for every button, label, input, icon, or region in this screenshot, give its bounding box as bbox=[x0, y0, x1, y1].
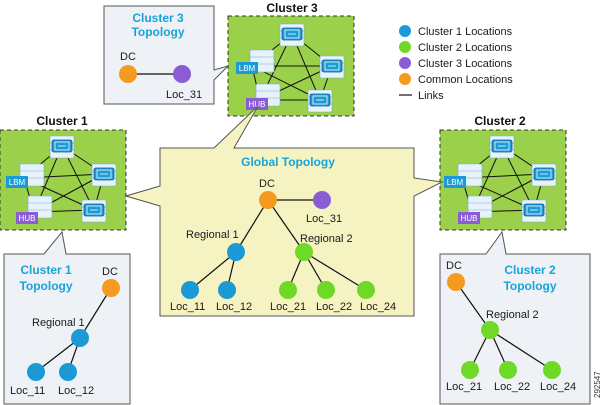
cluster3-group: Cluster 3 LBM HUB bbox=[227, 1, 355, 117]
c2-dc-node bbox=[447, 273, 465, 291]
c1-loc12-node bbox=[59, 363, 77, 381]
legend: Cluster 1 Locations Cluster 2 Locations … bbox=[399, 25, 513, 102]
global-loc12-node bbox=[218, 281, 236, 299]
lbm-label: LBM bbox=[447, 178, 464, 187]
lbm-badge bbox=[6, 176, 28, 188]
router-icon bbox=[51, 139, 73, 153]
global-loc21-node bbox=[279, 281, 297, 299]
loc31-label: Loc_31 bbox=[166, 89, 202, 101]
hub-label: HUB bbox=[19, 214, 36, 223]
hub-badge bbox=[458, 212, 480, 224]
global-loc31-node bbox=[313, 191, 331, 209]
c2-loc21-node bbox=[461, 361, 479, 379]
router-icon bbox=[83, 203, 105, 217]
dc-node bbox=[119, 65, 137, 83]
c2-loc22-node bbox=[499, 361, 517, 379]
lbm-badge bbox=[444, 176, 466, 188]
cluster2-topology-callout: Cluster 2 Topology DC Regional 2 Loc_21 … bbox=[439, 230, 591, 405]
legend-label-cluster1: Cluster 1 Locations bbox=[418, 26, 513, 38]
global-loc22-node bbox=[317, 281, 335, 299]
cluster3-title: Cluster 3 bbox=[266, 1, 318, 15]
global-loc22-label: Loc_22 bbox=[316, 301, 352, 313]
global-topology-callout: Global Topology DC Loc_31 Regional 1 Reg… bbox=[124, 105, 444, 317]
c2-regional-label: Regional 2 bbox=[486, 309, 539, 321]
figure-number: 292547 bbox=[593, 371, 602, 398]
cluster1-title: Cluster 1 bbox=[36, 114, 88, 128]
c1-regional-label: Regional 1 bbox=[32, 317, 85, 329]
c2-loc24-node bbox=[543, 361, 561, 379]
cluster3-topology-title-2: Topology bbox=[131, 25, 184, 39]
global-regional2-label: Regional 2 bbox=[300, 233, 353, 245]
legend-swatch-cluster3 bbox=[399, 57, 411, 69]
c1-regional-node bbox=[71, 329, 89, 347]
loc31-node bbox=[173, 65, 191, 83]
legend-label-cluster2: Cluster 2 Locations bbox=[418, 42, 513, 54]
global-loc24-label: Loc_24 bbox=[360, 301, 396, 313]
c1-loc11-node bbox=[27, 363, 45, 381]
legend-label-links: Links bbox=[418, 90, 444, 102]
legend-swatch-cluster1 bbox=[399, 25, 411, 37]
global-callout-box bbox=[124, 105, 444, 317]
global-regional2-node bbox=[295, 243, 313, 261]
c2-regional-node bbox=[481, 321, 499, 339]
hub-badge bbox=[16, 212, 38, 224]
router-icon bbox=[93, 167, 115, 181]
c2-dc-label: DC bbox=[446, 260, 462, 272]
router-icon bbox=[491, 139, 513, 153]
router-icon bbox=[281, 27, 303, 41]
cluster3-topology-title-1: Cluster 3 bbox=[132, 11, 184, 25]
lbm-label: LBM bbox=[239, 64, 256, 73]
router-icon bbox=[321, 59, 343, 73]
global-dc-node bbox=[259, 191, 277, 209]
cluster2-callout-box bbox=[439, 230, 591, 405]
cluster1-topology-callout: Cluster 1 Topology DC Regional 1 Loc_11 … bbox=[3, 230, 131, 405]
legend-label-cluster3: Cluster 3 Locations bbox=[418, 58, 513, 70]
global-regional1-label: Regional 1 bbox=[186, 229, 239, 241]
router-icon bbox=[523, 203, 545, 217]
global-loc24-node bbox=[357, 281, 375, 299]
cluster2-title: Cluster 2 bbox=[474, 114, 526, 128]
c2-loc24-label: Loc_24 bbox=[540, 381, 576, 393]
cluster2-topology-title-2: Topology bbox=[503, 279, 556, 293]
hub-label: HUB bbox=[461, 214, 478, 223]
router-icon bbox=[533, 167, 555, 181]
dc-label: DC bbox=[120, 51, 136, 63]
cluster1-callout-box bbox=[3, 230, 131, 405]
c1-dc-label: DC bbox=[102, 266, 118, 278]
cluster1-topology-title-1: Cluster 1 bbox=[20, 263, 72, 277]
legend-label-common: Common Locations bbox=[418, 74, 513, 86]
c1-loc12-label: Loc_12 bbox=[58, 385, 94, 397]
hub-badge bbox=[246, 98, 268, 110]
global-loc31-label: Loc_31 bbox=[306, 213, 342, 225]
global-loc21-label: Loc_21 bbox=[270, 301, 306, 313]
global-loc11-label: Loc_11 bbox=[170, 301, 205, 313]
legend-swatch-cluster2 bbox=[399, 41, 411, 53]
global-dc-label: DC bbox=[259, 178, 275, 190]
hub-label: HUB bbox=[249, 100, 266, 109]
lbm-badge bbox=[236, 62, 258, 74]
global-loc11-node bbox=[181, 281, 199, 299]
global-loc12-label: Loc_12 bbox=[216, 301, 252, 313]
cluster1-topology-title-2: Topology bbox=[19, 279, 72, 293]
legend-swatch-common bbox=[399, 73, 411, 85]
c2-loc21-label: Loc_21 bbox=[446, 381, 482, 393]
cluster2-group: Cluster 2 LBM HUB bbox=[439, 114, 567, 231]
cluster1-group: Cluster 1 LBM HUB bbox=[0, 114, 127, 231]
cluster2-topology-title-1: Cluster 2 bbox=[504, 263, 556, 277]
cluster3-topology-callout: Cluster 3 Topology DC Loc_31 bbox=[103, 5, 230, 105]
c2-loc22-label: Loc_22 bbox=[494, 381, 530, 393]
lbm-label: LBM bbox=[9, 178, 26, 187]
router-icon bbox=[309, 93, 331, 107]
global-topology-title: Global Topology bbox=[241, 155, 335, 169]
global-regional1-node bbox=[227, 243, 245, 261]
c1-loc11-label: Loc_11 bbox=[10, 385, 45, 397]
c1-dc-node bbox=[102, 279, 120, 297]
